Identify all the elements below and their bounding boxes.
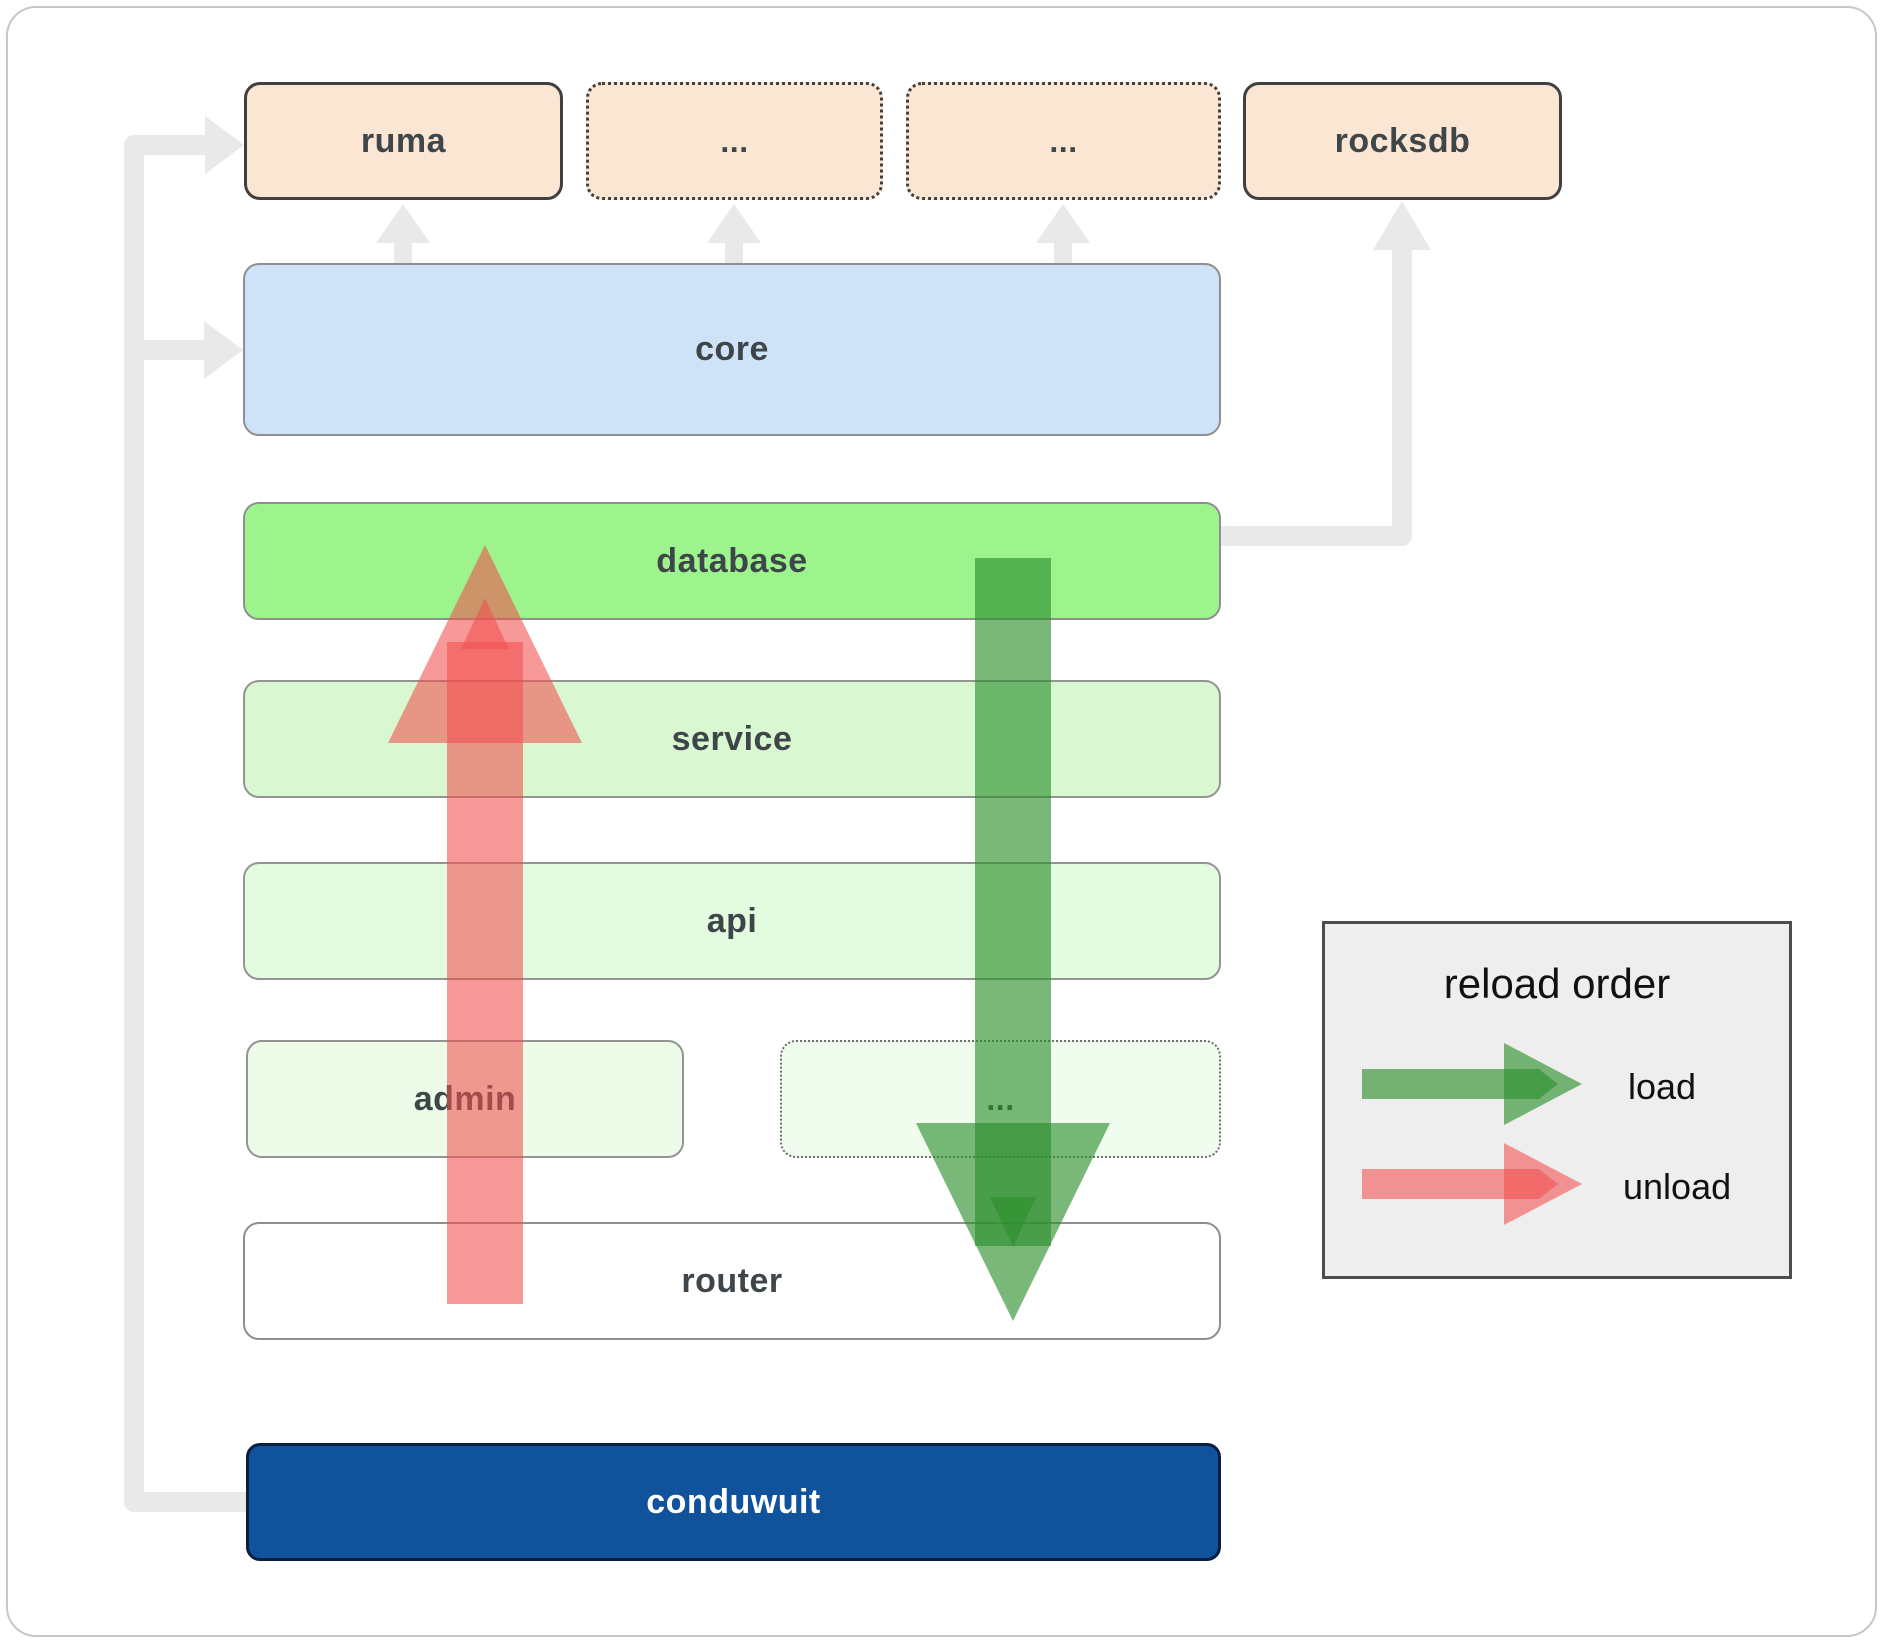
node-rocksdb: rocksdb xyxy=(1243,82,1562,200)
node-ellipsis-top-2: ... xyxy=(906,82,1221,200)
load-arrow-icon xyxy=(916,558,1110,1321)
arrowhead-core-ruma-icon xyxy=(376,204,430,243)
unload-arrow-icon xyxy=(388,545,582,1304)
node-ellipsis-top-1-label: ... xyxy=(720,122,749,159)
arrowhead-core-ellipsis1-icon xyxy=(707,204,761,243)
legend-load-arrow-icon xyxy=(1362,1043,1582,1125)
legend-load-label: load xyxy=(1628,1066,1697,1107)
node-router-label: router xyxy=(681,1261,783,1300)
node-ellipsis-top-1: ... xyxy=(586,82,883,200)
arrowhead-into-rocksdb-icon xyxy=(1373,201,1431,250)
node-database: database xyxy=(243,502,1221,620)
node-ruma-label: ruma xyxy=(360,121,447,160)
arrowhead-into-ruma-icon xyxy=(205,116,244,174)
node-rocksdb-label: rocksdb xyxy=(1334,121,1471,160)
node-ruma: ruma xyxy=(244,82,563,200)
legend-title: reload order xyxy=(1443,960,1671,1007)
legend-reload-order: reload order load unload xyxy=(1322,921,1792,1279)
node-router: router xyxy=(243,1222,1221,1340)
node-core: core xyxy=(243,263,1221,436)
node-conduwuit: conduwuit xyxy=(246,1443,1221,1561)
conduwuit-to-ruma-connector xyxy=(124,135,251,1512)
legend-unload-label: unload xyxy=(1623,1166,1732,1207)
node-database-label: database xyxy=(656,541,808,580)
database-to-rocksdb-connector xyxy=(1221,250,1412,546)
node-core-label: core xyxy=(695,330,769,368)
node-conduwuit-label: conduwuit xyxy=(646,1482,821,1521)
node-service-label: service xyxy=(671,719,793,758)
node-ellipsis-top-2-label: ... xyxy=(1049,122,1078,159)
arrowhead-into-core-icon xyxy=(204,321,243,379)
arrowhead-core-ellipsis2-icon xyxy=(1036,204,1090,243)
node-api: api xyxy=(243,862,1221,980)
node-api-label: api xyxy=(706,901,758,940)
legend-unload-arrow-icon xyxy=(1362,1143,1582,1225)
